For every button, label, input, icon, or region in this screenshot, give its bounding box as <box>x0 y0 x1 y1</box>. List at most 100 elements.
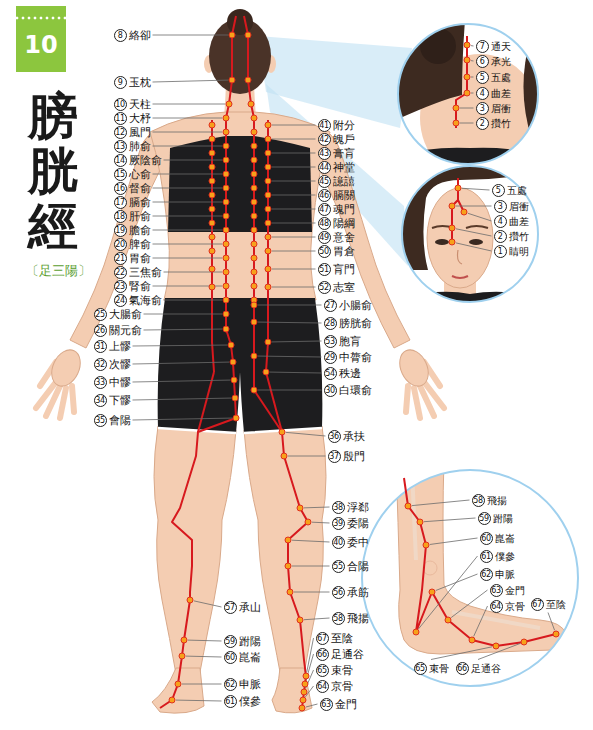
point-name: 飛揚 <box>487 494 507 507</box>
point-name: 上髎 <box>109 340 131 353</box>
point-name: 跗陽 <box>239 635 261 648</box>
callout: 52志室 <box>318 281 355 294</box>
acupoint-dot <box>300 697 306 703</box>
callout: 32次髎 <box>94 358 131 371</box>
callout-number: 1 <box>494 245 507 258</box>
callout: 2攢竹 <box>476 117 511 130</box>
point-name: 合陽 <box>347 560 369 573</box>
callout-number: 53 <box>324 335 337 348</box>
callout: 30白環俞 <box>324 384 372 397</box>
callout: 62申脈 <box>480 568 515 581</box>
point-name: 大杼 <box>129 112 151 125</box>
leader-line <box>258 322 322 324</box>
leader-lines <box>133 35 555 707</box>
eye <box>469 239 483 245</box>
palm <box>394 345 434 390</box>
callout: 21胃俞 <box>114 252 151 265</box>
callout: 3眉衝 <box>476 102 511 115</box>
acupoint-dot <box>303 673 309 679</box>
acupoint-dot <box>232 395 238 401</box>
acupoint-dot <box>209 284 215 290</box>
point-name: 委中 <box>347 536 369 549</box>
point-name: 攢竹 <box>491 117 511 130</box>
point-name: 通天 <box>491 40 511 53</box>
callout: 34下髎 <box>94 394 131 407</box>
point-name: 膽俞 <box>129 224 151 237</box>
acupoint-dot <box>231 377 237 383</box>
hair <box>400 160 540 270</box>
point-name: 肝俞 <box>129 210 151 223</box>
callout-number: 4 <box>476 87 489 100</box>
leader-line <box>471 77 474 78</box>
leader-line <box>430 538 478 544</box>
point-name: 肺俞 <box>129 140 151 153</box>
leader-line <box>304 618 330 620</box>
zoom-circle-border <box>402 166 538 302</box>
point-name: 至陰 <box>546 598 566 611</box>
callout-number: 33 <box>94 376 107 389</box>
acupoint-dot <box>281 453 287 459</box>
callout: 65束骨 <box>316 664 353 677</box>
point-name: 僕參 <box>239 695 261 708</box>
acupoint-dot <box>455 185 461 191</box>
callout: 66足通谷 <box>316 648 364 661</box>
leader-line <box>270 372 322 374</box>
leader-line <box>153 188 223 189</box>
callout-number: 9 <box>114 76 127 89</box>
leader-line <box>456 206 492 207</box>
point-name: 膏肓 <box>333 147 355 160</box>
callout-number: 39 <box>332 517 345 530</box>
leader-line <box>478 643 520 659</box>
acupoint-dot <box>223 171 229 177</box>
point-name: 曲差 <box>491 87 511 100</box>
callout: 58飛揚 <box>332 612 369 625</box>
leader-line <box>474 606 488 636</box>
callout: 4曲差 <box>494 215 529 228</box>
leader-line <box>258 356 322 358</box>
acupoint-dot <box>209 136 215 142</box>
leader-line <box>292 540 330 542</box>
point-name: 跗陽 <box>493 512 513 525</box>
acupoint-dot <box>223 157 229 163</box>
acupoint-dot <box>245 77 251 83</box>
leader-line <box>272 223 316 224</box>
callout: 57承山 <box>224 601 261 614</box>
callout-number: 49 <box>318 231 331 244</box>
head-top-view <box>395 20 545 182</box>
callout: 61僕參 <box>224 695 261 708</box>
acupoint-dot <box>453 120 459 126</box>
callout: 39委陽 <box>332 517 369 530</box>
acupoint-dot <box>179 653 185 659</box>
palm <box>46 345 86 390</box>
point-name: 風門 <box>129 126 151 139</box>
callout-number: 58 <box>332 612 345 625</box>
callout-number: 18 <box>114 210 127 223</box>
point-name: 委陽 <box>347 517 369 530</box>
point-name: 次髎 <box>109 358 131 371</box>
callout: 18肝俞 <box>114 210 151 223</box>
acupoint-dot <box>265 178 271 184</box>
point-name: 束骨 <box>429 662 449 675</box>
callout-number: 5 <box>492 184 505 197</box>
leader-line <box>548 613 555 631</box>
nose <box>458 250 463 264</box>
callout: 13肺俞 <box>114 140 151 153</box>
acupoint-dot <box>251 115 257 121</box>
callout-number: 41 <box>318 119 331 132</box>
point-name: 承山 <box>239 601 261 614</box>
point-name: 京骨 <box>505 600 525 613</box>
acupoint-dot <box>265 234 271 240</box>
acupoint-dot <box>251 199 257 205</box>
callout-number: 13 <box>114 140 127 153</box>
acupoint-dot <box>493 643 499 649</box>
acupoint-dot <box>226 101 232 107</box>
callout-number: 63 <box>320 698 333 711</box>
acupoint-dot <box>245 32 251 38</box>
acupoint-dot <box>209 220 215 226</box>
shorts <box>158 298 323 433</box>
acupoint-dot <box>209 178 215 184</box>
point-name: 眉衝 <box>491 102 511 115</box>
acupoint-dot <box>521 639 527 645</box>
leader-line <box>194 601 222 607</box>
leader-line <box>153 174 223 175</box>
